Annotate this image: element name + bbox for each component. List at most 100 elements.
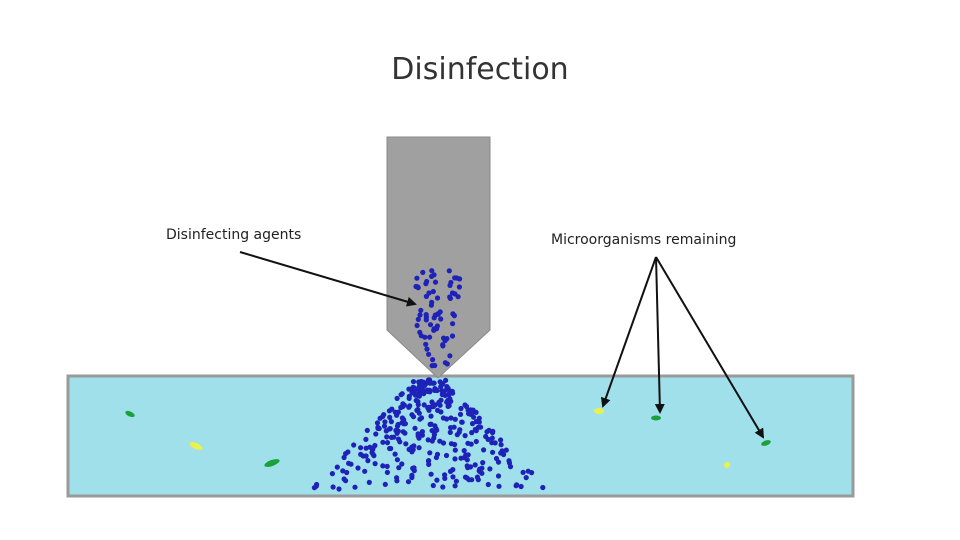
particle	[451, 313, 457, 319]
particle	[365, 458, 371, 464]
particle	[381, 423, 388, 429]
particle	[417, 312, 423, 318]
particle	[461, 448, 467, 454]
particle	[410, 447, 416, 453]
particle	[520, 469, 526, 475]
particle	[506, 458, 512, 464]
particle	[452, 483, 458, 489]
particle	[440, 381, 446, 387]
particle	[414, 322, 420, 329]
particle	[431, 380, 437, 386]
particle	[429, 273, 435, 279]
particle	[479, 465, 485, 471]
particle	[394, 423, 401, 429]
particle	[457, 276, 463, 282]
particle	[434, 477, 440, 483]
particle	[433, 387, 440, 393]
particle	[480, 460, 486, 466]
disinfecting-agents-label: Disinfecting agents	[166, 227, 302, 243]
particle	[451, 424, 457, 430]
particle	[396, 465, 402, 471]
particle	[468, 411, 474, 417]
page-title: Disinfection	[391, 52, 569, 87]
particle	[438, 409, 444, 415]
particle	[434, 295, 441, 301]
particle	[352, 484, 358, 490]
particle	[382, 481, 388, 487]
particle	[388, 419, 394, 425]
particle	[394, 457, 400, 463]
particle	[444, 416, 450, 422]
particle	[492, 440, 498, 446]
particle	[514, 482, 520, 488]
particle	[489, 435, 495, 441]
particle	[429, 268, 435, 274]
particle	[411, 468, 417, 474]
particle	[399, 391, 405, 397]
particle	[395, 409, 401, 415]
particle	[388, 434, 395, 440]
particle	[387, 426, 393, 432]
particle	[412, 425, 418, 431]
water-channel	[66, 374, 855, 498]
particle	[449, 333, 456, 339]
particle	[427, 387, 433, 393]
particle	[410, 379, 417, 385]
particle	[429, 299, 435, 305]
disinfectant-particles	[311, 268, 546, 492]
particle	[355, 465, 361, 471]
particle	[426, 404, 432, 410]
particle	[459, 419, 465, 425]
particle	[416, 445, 422, 451]
particle	[425, 437, 431, 443]
particle	[380, 463, 386, 469]
particle	[412, 392, 419, 398]
particle	[382, 419, 388, 425]
particle	[442, 388, 448, 394]
particle	[341, 454, 347, 461]
particle	[434, 451, 441, 457]
particle	[417, 416, 423, 422]
microorganism-green	[761, 440, 771, 446]
particle	[495, 473, 502, 479]
microorganism-yellow	[594, 408, 604, 414]
particle	[443, 452, 450, 459]
particle	[407, 403, 413, 409]
particle	[498, 442, 504, 448]
particle	[360, 453, 366, 459]
particle	[487, 466, 493, 472]
particle	[366, 479, 372, 485]
particle	[384, 434, 390, 440]
particle	[525, 468, 531, 474]
particle	[384, 440, 391, 446]
particle	[490, 449, 496, 455]
particle	[422, 334, 428, 340]
particle	[421, 380, 427, 386]
particle	[447, 353, 453, 359]
arrow-icon	[600, 256, 657, 408]
particle	[380, 439, 386, 445]
particle	[452, 456, 458, 462]
particle	[394, 395, 400, 401]
particle	[405, 479, 412, 485]
particle	[456, 429, 462, 435]
particle	[444, 384, 450, 390]
particle	[418, 307, 424, 313]
particle	[465, 440, 471, 446]
nozzle-shape	[386, 136, 491, 379]
microorganism-yellow	[189, 441, 203, 451]
particle	[428, 471, 434, 477]
particle	[344, 469, 350, 476]
particle	[458, 405, 464, 412]
particle	[393, 427, 399, 434]
particle	[416, 380, 422, 386]
particle	[447, 429, 453, 435]
particle	[336, 486, 342, 492]
particle	[421, 402, 427, 408]
particle	[370, 445, 376, 451]
particle	[478, 424, 484, 430]
particle	[503, 447, 509, 453]
particle	[475, 477, 481, 483]
arrow-icon	[654, 256, 665, 414]
